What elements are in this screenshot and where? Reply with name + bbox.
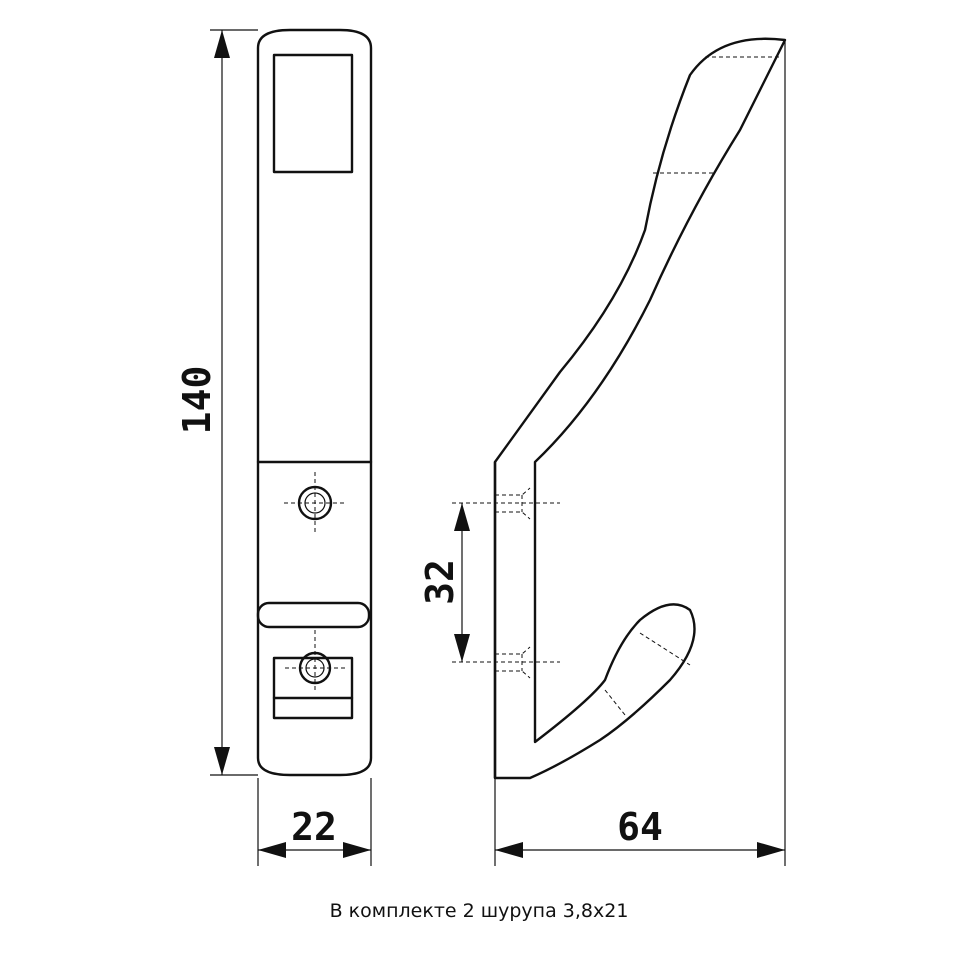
dimension-hole-spacing: 32 <box>418 503 470 662</box>
front-lower-hole <box>285 630 345 690</box>
height-value: 140 <box>175 366 219 435</box>
front-view-outline <box>256 28 373 777</box>
front-bottom-recess <box>272 656 354 720</box>
side-view-outline <box>493 37 787 780</box>
dimension-depth: 64 <box>494 40 786 866</box>
dimension-height: 140 <box>175 29 258 776</box>
hole-spacing-value: 32 <box>418 559 462 605</box>
side-upper-screw-hole <box>452 487 560 520</box>
front-view <box>256 28 373 777</box>
caption: В комплекте 2 шурупа 3,8х21 <box>329 900 629 922</box>
depth-value: 64 <box>617 805 663 849</box>
side-lower-screw-hole <box>452 646 560 679</box>
front-top-recess <box>272 53 354 174</box>
front-upper-hole <box>284 472 347 535</box>
dimension-front-width: 22 <box>257 778 372 866</box>
front-width-value: 22 <box>291 805 337 849</box>
side-view <box>452 37 787 780</box>
front-slot <box>256 601 371 629</box>
